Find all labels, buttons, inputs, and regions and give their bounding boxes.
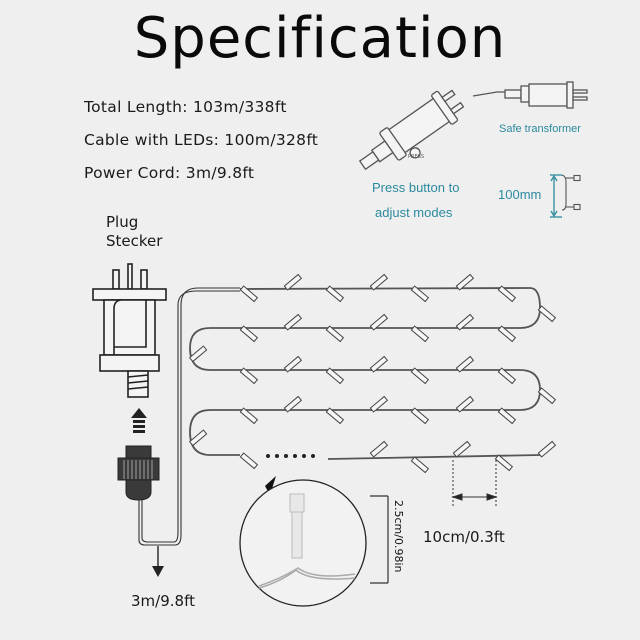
plug-label-en: Plug [106,213,139,231]
spec-total-length: Total Length: 103m/338ft [84,98,287,116]
power-cord-length-label: 3m/9.8ft [131,592,195,610]
power-cord [138,287,240,546]
transformer-with-button-icon: PRESS [358,89,465,171]
spec-power-cord: Power Cord: 3m/9.8ft [84,164,255,182]
page-title: Specification [133,6,507,71]
button-note-line1: Press button to [372,180,460,195]
bulb-closeup [239,479,367,607]
bulb-closeup-led [258,493,356,589]
bulb-height-label: 2.5cm/0.98in [392,500,405,573]
led-string-wire [189,287,541,460]
safe-transformer-caption: Safe transformer [499,123,581,135]
bulb-spacing-marker [451,460,498,506]
continuation-dots [266,454,315,458]
led-spacing-icon [550,174,562,218]
connect-arrow-icon [131,408,147,433]
bulb-height-marker [370,495,389,584]
led-bulbs [188,273,557,474]
spacing-100mm-label: 100mm [498,187,542,202]
svg-text:PRESS: PRESS [408,154,424,160]
safe-transformer-icon [472,81,588,109]
bulb-spacing-label: 10cm/0.3ft [423,528,505,546]
plug-icon [92,263,167,398]
down-arrow-icon [152,546,164,577]
plug-label-de: Stecker [106,232,163,250]
spec-cable-with-leds: Cable with LEDs: 100m/328ft [84,131,319,149]
button-note-line2: adjust modes [375,205,453,220]
